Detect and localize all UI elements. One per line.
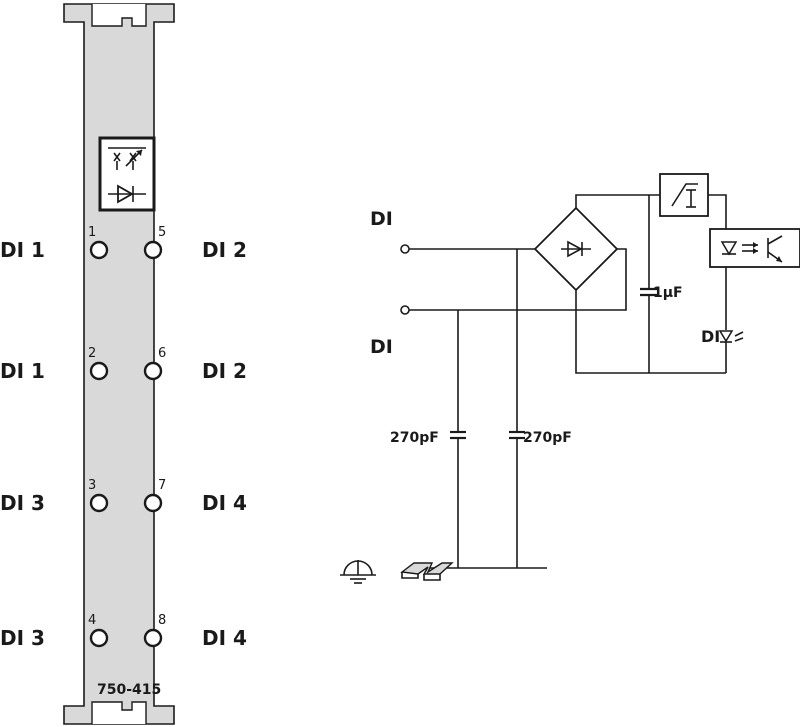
terminal-8[interactable] bbox=[143, 628, 163, 648]
input-terminal-top bbox=[400, 244, 410, 254]
pin-number: 8 bbox=[158, 613, 166, 628]
top-latch bbox=[91, 4, 147, 27]
channel-label-right: DI 2 bbox=[202, 238, 247, 262]
din-rail-icon bbox=[400, 562, 454, 581]
pin-number: 2 bbox=[88, 346, 96, 361]
module-symbol-icon bbox=[98, 136, 156, 212]
cap-right-label: 270pF bbox=[523, 430, 572, 446]
channel-label-right: DI 2 bbox=[202, 359, 247, 383]
terminal-5[interactable] bbox=[143, 240, 163, 260]
led-icon bbox=[718, 330, 734, 343]
terminal-4[interactable] bbox=[89, 628, 109, 648]
pin-number: 3 bbox=[88, 478, 96, 493]
pin-number: 1 bbox=[88, 225, 96, 240]
part-number: 750-415 bbox=[97, 682, 161, 698]
earth-ground-icon bbox=[340, 560, 376, 584]
terminal-1[interactable] bbox=[89, 240, 109, 260]
cap-filter-label: 1µF bbox=[653, 285, 683, 301]
input-bottom-label: DI bbox=[370, 336, 393, 358]
current-limiter-icon bbox=[671, 183, 698, 208]
optocoupler bbox=[709, 228, 800, 268]
channel-label-left: DI 1 bbox=[0, 359, 45, 383]
terminal-6[interactable] bbox=[143, 361, 163, 381]
terminal-3[interactable] bbox=[89, 493, 109, 513]
channel-label-left: DI 3 bbox=[0, 626, 45, 650]
led-label: DI bbox=[701, 327, 720, 346]
optocoupler-icon bbox=[720, 235, 783, 263]
terminal-holes bbox=[89, 240, 163, 648]
channel-label-right: DI 4 bbox=[202, 491, 247, 515]
channel-label-right: DI 4 bbox=[202, 626, 247, 650]
input-terminal-bottom bbox=[400, 305, 410, 315]
channel-label-left: DI 1 bbox=[0, 238, 45, 262]
terminal-7[interactable] bbox=[143, 493, 163, 513]
pin-number: 6 bbox=[158, 346, 166, 361]
pin-number: 7 bbox=[158, 478, 166, 493]
input-top-label: DI bbox=[370, 208, 393, 230]
schematic: DI DI 1µF bbox=[340, 173, 800, 584]
diode-icon bbox=[561, 240, 591, 258]
current-limiter bbox=[659, 173, 709, 217]
bottom-latch bbox=[91, 701, 147, 724]
pin-number: 4 bbox=[88, 613, 96, 628]
terminal-2[interactable] bbox=[89, 361, 109, 381]
cap-left-label: 270pF bbox=[390, 430, 439, 446]
channel-label-left: DI 3 bbox=[0, 491, 45, 515]
pin-number: 5 bbox=[158, 225, 166, 240]
